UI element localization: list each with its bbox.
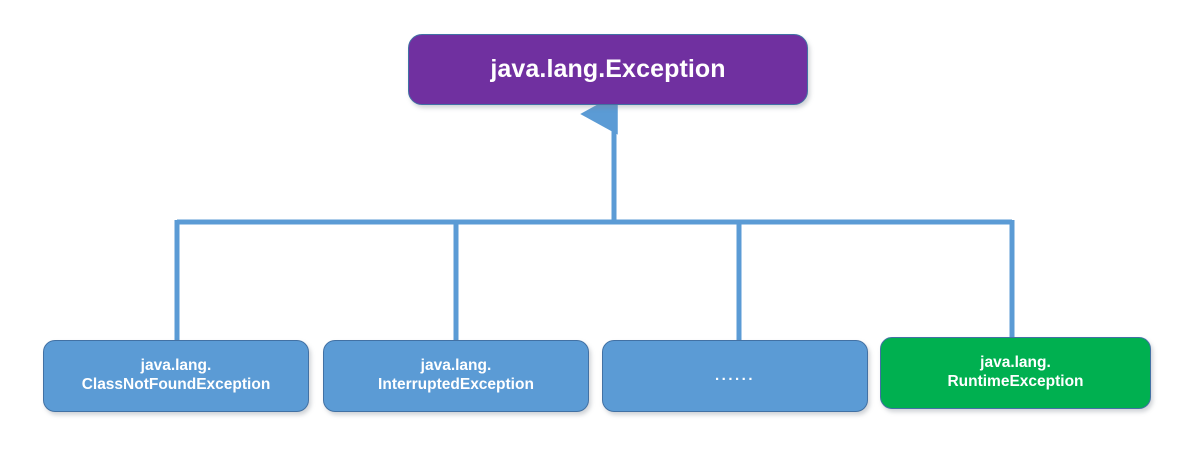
node-runtime-exception[interactable]: java.lang. RuntimeException: [880, 337, 1151, 409]
node-more-exceptions[interactable]: ......: [602, 340, 868, 412]
node-interrupted-exception[interactable]: java.lang. InterruptedException: [323, 340, 589, 412]
node-child-label: java.lang. ClassNotFoundException: [81, 357, 271, 393]
node-class-not-found-exception[interactable]: java.lang. ClassNotFoundException: [43, 340, 309, 412]
node-root-label: java.lang.Exception: [490, 55, 726, 84]
node-child-label: java.lang. RuntimeException: [947, 354, 1084, 390]
node-child-label: ......: [714, 366, 755, 384]
node-child-label: java.lang. InterruptedException: [378, 357, 534, 393]
node-java-lang-exception[interactable]: java.lang.Exception: [408, 34, 808, 105]
